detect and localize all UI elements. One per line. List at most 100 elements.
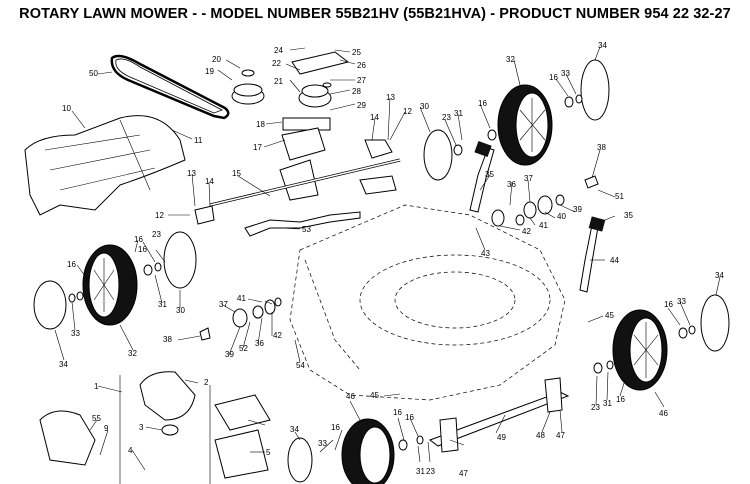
rear-axle (428, 391, 570, 447)
label-23-right: 23 (591, 403, 600, 412)
label-46-bottom: 46 (346, 392, 355, 401)
label-34-left: 34 (59, 360, 68, 369)
label-3: 3 (139, 423, 144, 432)
label-46-right: 46 (659, 409, 668, 418)
label-23-bottom: 23 (426, 467, 435, 476)
shift-rod (244, 211, 361, 237)
label-33-left: 33 (71, 329, 80, 338)
label-33-upper: 33 (561, 69, 570, 78)
label-16-right-lower: 16 (616, 395, 625, 404)
label-31-left: 31 (158, 300, 167, 309)
label-48: 48 (536, 431, 545, 440)
part-labels: 50 10 11 13 14 15 12 17 18 20 19 21 22 2… (59, 41, 724, 478)
label-1: 1 (94, 382, 99, 391)
label-37-left: 37 (219, 300, 228, 309)
label-30-left: 30 (176, 306, 185, 315)
label-40: 40 (557, 212, 566, 221)
label-24: 24 (274, 46, 283, 55)
label-53: 53 (302, 225, 311, 234)
label-34-upper: 34 (598, 41, 607, 50)
label-52: 52 (239, 344, 248, 353)
label-16-bottom-2: 16 (405, 413, 414, 422)
label-27: 27 (357, 76, 366, 85)
mower-deck (289, 204, 566, 401)
label-23-left: 23 (152, 230, 161, 239)
label-37-right: 37 (524, 174, 533, 183)
label-21: 21 (274, 77, 283, 86)
hubcap-upper-right (580, 59, 610, 121)
label-16-left: 16 (134, 235, 143, 244)
label-30-upper: 30 (420, 102, 429, 111)
gear-assembly-right (491, 175, 599, 227)
hubcap-left (33, 280, 67, 330)
label-16-bottom: 16 (393, 408, 402, 417)
label-16-far-left: 16 (67, 260, 76, 269)
label-45-bottom: 45 (370, 391, 379, 400)
label-19: 19 (205, 67, 214, 76)
diagram-title: ROTARY LAWN MOWER - - MODEL NUMBER 55B21… (19, 6, 731, 22)
label-38-right: 38 (597, 143, 606, 152)
height-adjuster-levers (469, 140, 606, 293)
label-31-right: 31 (603, 399, 612, 408)
label-47-right: 47 (556, 431, 565, 440)
label-16-upper-right: 16 (549, 73, 558, 82)
label-9: 9 (104, 424, 109, 433)
label-17: 17 (253, 143, 262, 152)
label-36-left: 36 (255, 339, 264, 348)
label-15: 15 (232, 169, 241, 178)
label-34-bottom: 34 (290, 425, 299, 434)
label-49: 49 (497, 433, 506, 442)
label-22: 22 (272, 59, 281, 68)
gear-assembly-left (199, 297, 282, 341)
label-41-right: 41 (539, 221, 548, 230)
label-13-upper: 13 (386, 93, 395, 102)
label-35-right: 35 (624, 211, 633, 220)
label-31-bottom: 31 (416, 467, 425, 476)
label-20: 20 (212, 55, 221, 64)
transmission-axle (194, 139, 401, 225)
label-43: 43 (481, 249, 490, 258)
label-39-right: 39 (573, 205, 582, 214)
label-35-upper: 35 (485, 170, 494, 179)
label-12-upper: 12 (403, 107, 412, 116)
label-14: 14 (205, 177, 214, 186)
label-5: 5 (266, 448, 271, 457)
label-42-left: 42 (273, 331, 282, 340)
label-55: 55 (92, 414, 101, 423)
wheel-adapter-left (163, 231, 197, 289)
label-12: 12 (155, 211, 164, 220)
label-33-bottom: 33 (318, 439, 327, 448)
label-10: 10 (62, 104, 71, 113)
label-16-bottom-left: 16 (331, 423, 340, 432)
label-42-right: 42 (522, 227, 531, 236)
label-16-upper: 16 (478, 99, 487, 108)
label-16-right: 16 (664, 300, 673, 309)
label-47-bottom: 47 (459, 469, 468, 478)
label-26: 26 (357, 61, 366, 70)
label-28: 28 (352, 87, 361, 96)
label-36-right: 36 (507, 180, 516, 189)
label-54: 54 (296, 361, 305, 370)
label-25: 25 (352, 48, 361, 57)
wheel-adapter-upper (423, 129, 453, 181)
lower-left-parts (39, 371, 271, 484)
label-39-left: 39 (225, 350, 234, 359)
label-50: 50 (89, 69, 98, 78)
label-33-right: 33 (677, 297, 686, 306)
label-38-left: 38 (163, 335, 172, 344)
pulley-assembly (231, 51, 350, 161)
hubcap-right (700, 294, 730, 352)
label-34-right: 34 (715, 271, 724, 280)
label-4: 4 (128, 446, 133, 455)
label-2: 2 (204, 378, 209, 387)
label-14-upper: 14 (370, 113, 379, 122)
leader-lines (54, 46, 721, 471)
rear-shield (24, 115, 186, 216)
hubcap-bottom (287, 437, 313, 483)
front-wheel-right (612, 309, 668, 391)
label-51: 51 (615, 192, 624, 201)
label-11: 11 (194, 136, 203, 145)
label-44: 44 (610, 256, 619, 265)
label-31-upper: 31 (454, 109, 463, 118)
